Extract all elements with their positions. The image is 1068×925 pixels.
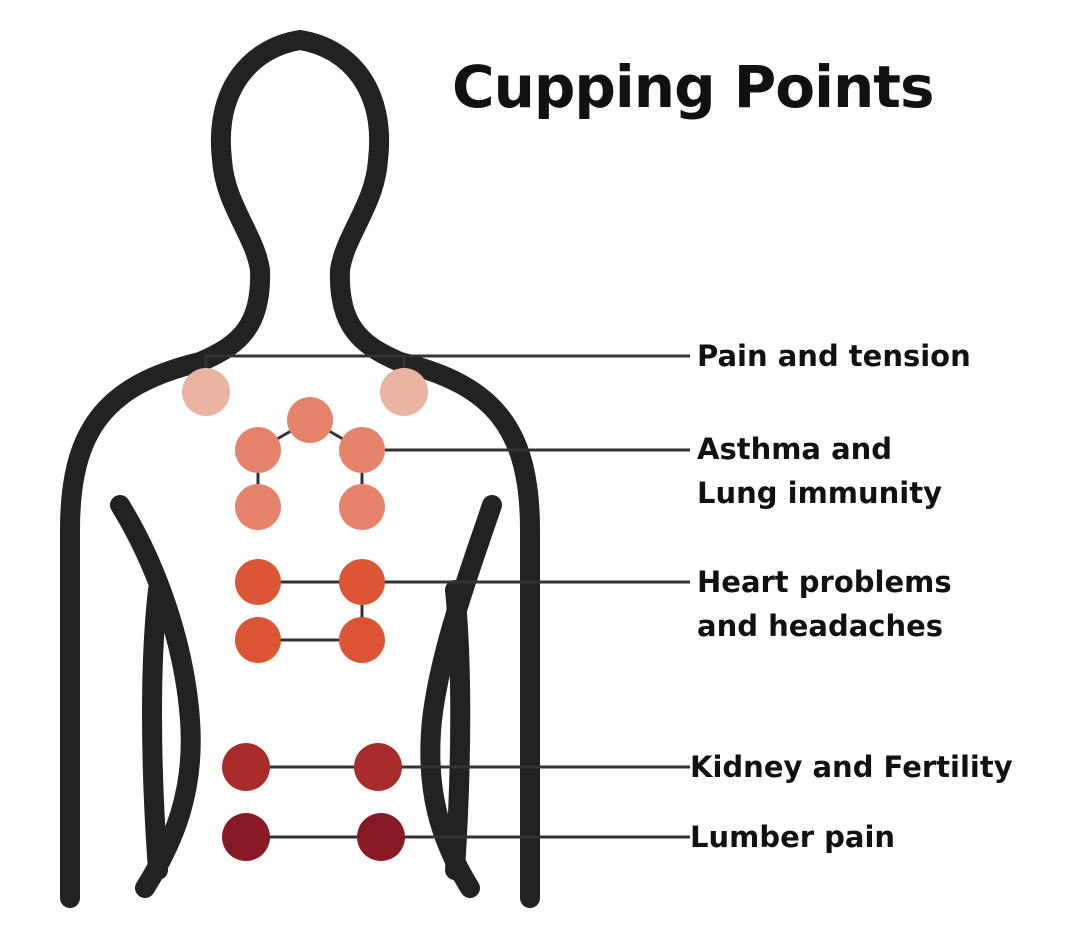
cupping-point-circles [182, 368, 428, 861]
point-asthma-top [287, 397, 333, 443]
left-arm-inner-line-2 [142, 580, 168, 880]
right-arm-inner-line-2 [445, 580, 471, 880]
point-heart-left-upper [235, 559, 281, 605]
label-kidney-text: Kidney and Fertility [690, 750, 1013, 784]
label-asthma-line2: Lung immunity [697, 475, 942, 510]
point-lumber-right [357, 813, 405, 861]
point-asthma-right-upper [339, 427, 385, 473]
label-asthma-line1: Asthma and [697, 432, 893, 466]
point-heart-left-lower [235, 617, 281, 663]
body-outline-main [60, 30, 540, 908]
label-kidney-fertility: Kidney and Fertility [690, 746, 1013, 790]
point-heart-right-lower [339, 617, 385, 663]
label-pain-tension-text: Pain and tension [697, 339, 971, 373]
point-asthma-left-upper [235, 427, 281, 473]
diagram-title: Cupping Points [452, 53, 935, 121]
label-asthma-lung: Asthma and Lung immunity [697, 428, 942, 515]
label-pain-tension: Pain and tension [697, 335, 971, 379]
point-pain-right [380, 368, 428, 416]
label-heart-headaches: Heart problems and headaches [697, 561, 952, 648]
point-lumber-left [222, 813, 270, 861]
point-pain-left [182, 368, 230, 416]
point-kidney-left [222, 743, 270, 791]
point-heart-right-upper [339, 559, 385, 605]
point-kidney-right [354, 743, 402, 791]
right-arm-inner-line [420, 495, 502, 898]
label-heart-line2: and headaches [697, 608, 944, 643]
point-asthma-left-lower [235, 484, 281, 530]
body-outline [60, 30, 540, 908]
point-asthma-right-lower [339, 484, 385, 530]
label-lumber-text: Lumber pain [690, 820, 896, 854]
label-lumber-pain: Lumber pain [690, 816, 895, 860]
left-arm-inner-line [110, 495, 201, 898]
label-heart-line1: Heart problems [697, 565, 952, 599]
